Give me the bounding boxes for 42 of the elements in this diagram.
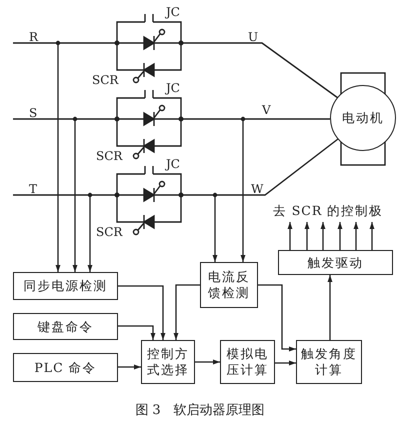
thyristor-label: SCR [92, 74, 118, 86]
contactor-label: JC [166, 6, 180, 18]
arrow [288, 222, 292, 250]
arrow [370, 222, 374, 250]
figure-caption: 图 3 软启动器原理图 [135, 403, 265, 418]
arrow [354, 222, 358, 250]
contactor-label: JC [166, 158, 180, 170]
arrow [56, 43, 60, 272]
process-box: 触发驱动 [278, 250, 393, 275]
arrow [118, 285, 166, 340]
process-box: 电流反馈检测 [200, 262, 258, 308]
process-box: 控制方式选择 [141, 340, 195, 384]
phase-label: S [29, 107, 38, 119]
process-box: 触发角度计算 [296, 340, 362, 384]
arrow [195, 360, 220, 364]
process-box: 同步电源检测 [13, 272, 118, 300]
motor-circle: 电动机 [330, 85, 396, 151]
arrow [304, 222, 310, 250]
arrow [72, 119, 78, 272]
arrow [275, 360, 296, 366]
arrow [212, 195, 218, 262]
process-box: PLC 命令 [13, 353, 118, 382]
note-text: 去 SCR 的控制极 [268, 203, 388, 219]
arrow [320, 222, 326, 250]
thyristor-label: SCR [96, 150, 122, 162]
arrow [88, 195, 92, 272]
phase-label: R [29, 31, 38, 43]
arrow [328, 275, 332, 340]
arrow [118, 325, 156, 340]
arrow [240, 119, 246, 262]
terminal-label: V [262, 104, 271, 116]
arrow [118, 364, 141, 370]
arrow [258, 284, 296, 352]
phase-label: T [29, 183, 38, 195]
contactor-label: JC [166, 82, 180, 94]
terminal-label: U [248, 31, 258, 43]
thyristor-label: SCR [96, 226, 122, 238]
arrow [174, 284, 200, 340]
terminal-label: W [251, 183, 264, 195]
arrow [338, 222, 342, 250]
process-box: 模拟电压计算 [220, 340, 275, 384]
process-box: 键盘命令 [13, 313, 118, 340]
